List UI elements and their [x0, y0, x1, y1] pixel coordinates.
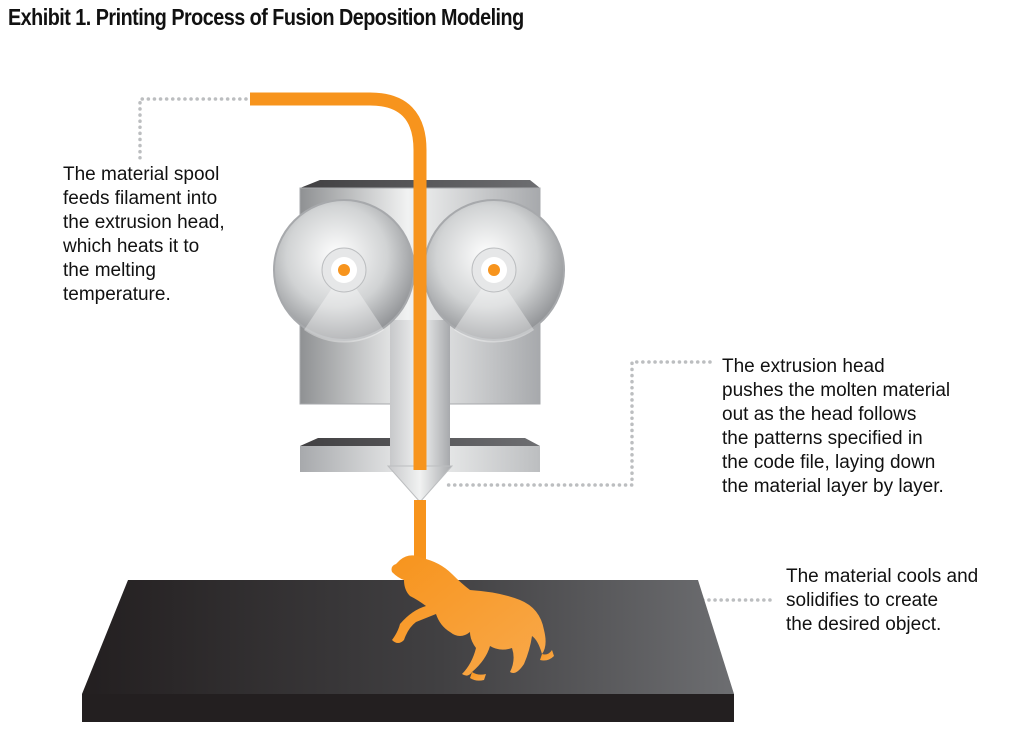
spool-callout: The material spool feeds filament into t… — [63, 164, 225, 305]
page-title: Exhibit 1. Printing Process of Fusion De… — [8, 4, 524, 30]
extrusion-head-callout: The extrusion head pushes the molten mat… — [722, 356, 951, 497]
spool-left — [273, 199, 415, 343]
platform-top — [82, 580, 734, 694]
spool-right — [423, 199, 565, 343]
horse-object — [391, 555, 554, 681]
head-leader-line — [444, 360, 712, 487]
platform-edge — [82, 694, 734, 722]
filament — [250, 92, 427, 470]
nozzle-tip — [386, 465, 454, 503]
cooling-callout: The material cools and solidifies to cre… — [786, 566, 979, 635]
spool-right-hub — [488, 264, 500, 276]
spool-left-hub — [338, 264, 350, 276]
filament-extrusion — [414, 500, 426, 570]
spool-leader-line — [138, 97, 248, 160]
build-platform — [82, 580, 734, 722]
